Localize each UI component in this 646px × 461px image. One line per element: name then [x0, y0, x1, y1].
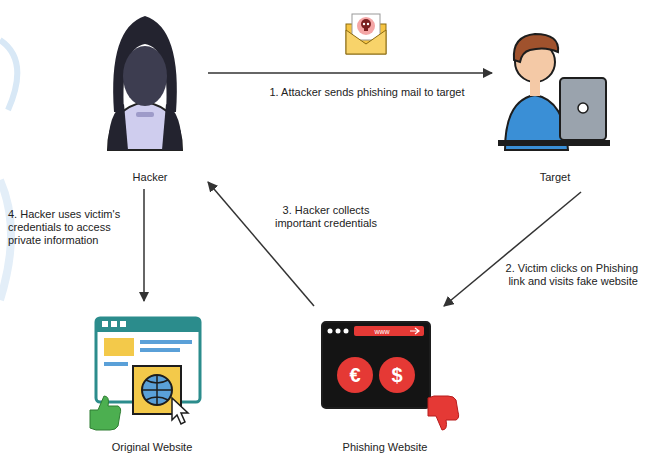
node-caption: Phishing Website: [306, 440, 464, 454]
icon-text: €: [349, 364, 360, 386]
step-label: 1. Attacker sends phishing mail to targe…: [262, 86, 472, 99]
actor-node: Target: [496, 10, 614, 186]
icon-text: $: [391, 364, 402, 386]
actor-node: Hacker: [96, 10, 204, 186]
step-label: 2. Victim clicks on Phishing link and vi…: [498, 262, 638, 288]
node-caption: Target: [496, 170, 614, 184]
node-caption: Hacker: [96, 170, 204, 184]
background-arc: [0, 40, 17, 110]
phishing-mail-icon: [346, 14, 386, 54]
icon-text: www: [374, 327, 389, 336]
flow-arrow: [208, 72, 492, 74]
hacker-icon: [108, 16, 182, 150]
node-caption: Original Website: [80, 440, 224, 454]
step-label: 4. Hacker uses victim's credentials to a…: [8, 208, 140, 247]
phishing-website-icon: [322, 322, 459, 430]
flow-arrow: [444, 192, 581, 306]
original-website-icon: [90, 318, 200, 430]
flow-arrow: [208, 182, 314, 306]
flow-arrow: [143, 189, 145, 301]
target-icon: [498, 34, 610, 150]
actor-node: Original Website: [80, 305, 224, 456]
step-label: 3. Hacker collects important credentials: [262, 204, 390, 230]
